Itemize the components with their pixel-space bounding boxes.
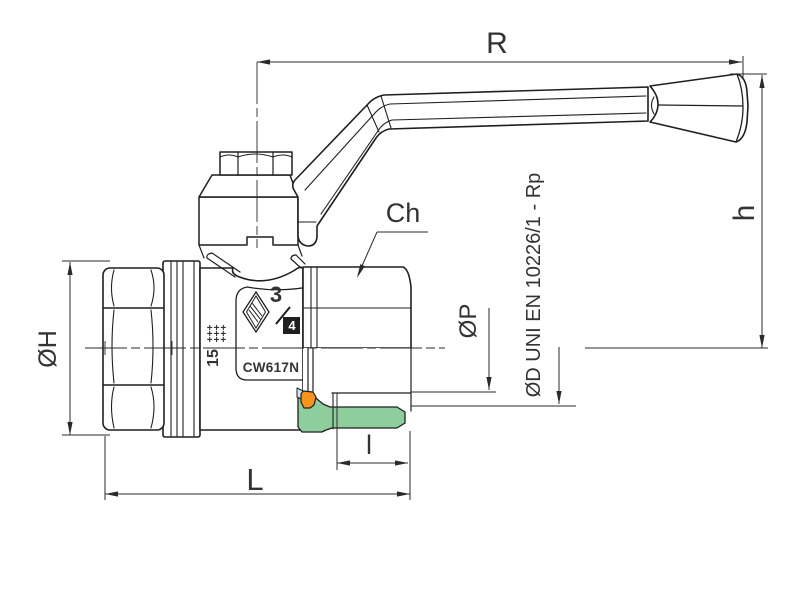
dimension-lines [62, 56, 768, 500]
seal-section-highlight [300, 390, 317, 409]
fraction-denominator-box [283, 317, 300, 334]
marking-size-denominator: 4 [288, 318, 296, 333]
dim-label-Ch: Ch [385, 198, 421, 228]
gland [198, 174, 299, 198]
dim-label-L: L [246, 462, 264, 497]
dim-h-line [585, 73, 768, 349]
dim-label-OH: ØH [34, 330, 62, 368]
marking-material: CW617N [242, 360, 300, 375]
dim-OD-line [411, 347, 576, 407]
dim-label-h: h [728, 204, 761, 222]
cert-row: +++ [206, 329, 228, 340]
bonnet-assembly [198, 151, 299, 246]
dim-label-OP: ØP [455, 303, 482, 339]
handle [291, 73, 749, 247]
brand-diamond-logo [242, 290, 270, 334]
marking-size-numerator: 3 [269, 282, 283, 307]
valve-body [102, 244, 412, 438]
bonnet-neck [198, 196, 299, 246]
cert-row: +++ [206, 323, 228, 334]
centerlines [85, 62, 445, 355]
handle-grip [649, 73, 749, 143]
handle-lever [291, 86, 649, 247]
cert-row: +++ [206, 335, 228, 346]
dim-label-OD-thread-standard: ØD UNI EN 10226/1 - Rp [523, 172, 545, 398]
dim-label-R: R [486, 27, 508, 60]
marking-cert-symbols: +++ +++ +++ [204, 323, 230, 346]
dim-label-l: l [366, 430, 372, 460]
dim-OP-line [411, 308, 496, 393]
center-body [199, 266, 304, 431]
thread-section-highlight [297, 394, 406, 433]
dimension-arrowheads [67, 59, 765, 497]
fraction-slash [275, 306, 291, 325]
dim-L-line [104, 431, 411, 500]
